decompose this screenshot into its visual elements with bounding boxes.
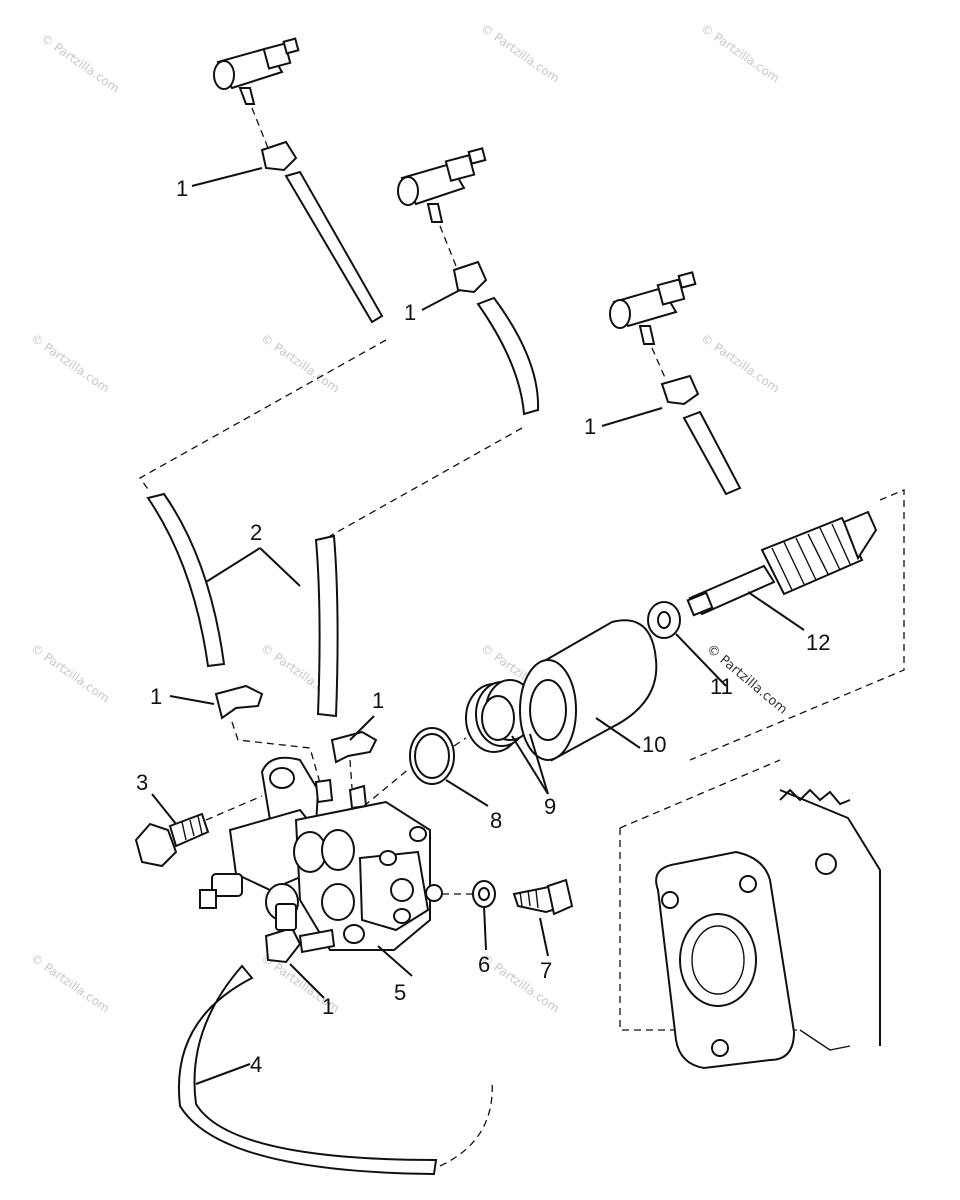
bolt-3 bbox=[134, 812, 210, 868]
routing-line bbox=[363, 767, 411, 807]
callout-5: 5 bbox=[394, 980, 406, 1005]
callout-1: 1 bbox=[322, 994, 334, 1019]
oil-pump-5 bbox=[199, 756, 443, 954]
callout-1: 1 bbox=[404, 300, 416, 325]
washer-6 bbox=[472, 880, 496, 908]
watermark: © Partzilla.com bbox=[258, 331, 342, 396]
callouts: 1 1 1 1 1 1 2 3 4 5 6 7 8 9 10 11 12 bbox=[136, 176, 830, 1077]
callout-12: 12 bbox=[806, 630, 830, 655]
watermark: © Partzilla.com bbox=[28, 331, 112, 396]
fitting-top-right bbox=[609, 271, 742, 496]
watermark: © Partzilla.com bbox=[38, 31, 122, 96]
fitting-top-left bbox=[213, 37, 384, 324]
callout-10: 10 bbox=[642, 732, 666, 757]
callout-11: 11 bbox=[710, 674, 733, 699]
callout-7: 7 bbox=[540, 958, 552, 983]
hose-4 bbox=[178, 964, 493, 1176]
o-ring-8 bbox=[409, 727, 455, 785]
callout-9: 9 bbox=[544, 794, 556, 819]
callout-4: 4 bbox=[250, 1052, 262, 1077]
drive-gear-12 bbox=[686, 510, 878, 617]
clamps-lower bbox=[214, 684, 378, 964]
routing-line bbox=[139, 339, 387, 493]
washer-11 bbox=[647, 601, 681, 639]
routing-line bbox=[231, 721, 323, 791]
routing-line bbox=[349, 759, 353, 789]
hose-2 bbox=[146, 492, 339, 718]
watermark: © Partzilla.com bbox=[28, 641, 112, 706]
engine-case bbox=[619, 788, 881, 1070]
fitting-top-middle bbox=[397, 147, 540, 416]
watermark: © Partzilla.com bbox=[698, 331, 782, 396]
callout-1: 1 bbox=[176, 176, 188, 201]
watermark: © Partzilla.com bbox=[698, 21, 782, 86]
watermark: © Partzilla.com bbox=[28, 951, 112, 1016]
routing-line bbox=[619, 759, 781, 829]
watermark: © Partzilla.com bbox=[478, 21, 562, 86]
callout-3: 3 bbox=[136, 770, 148, 795]
callout-1: 1 bbox=[150, 684, 162, 709]
routing-line bbox=[205, 795, 263, 821]
routing-line bbox=[453, 737, 467, 747]
screw-7 bbox=[512, 878, 574, 916]
routing-line bbox=[329, 427, 523, 537]
routing-line bbox=[689, 489, 905, 761]
callout-8: 8 bbox=[490, 808, 502, 833]
callout-6: 6 bbox=[478, 952, 490, 977]
collar-10 bbox=[519, 619, 658, 762]
leader-lines bbox=[151, 167, 805, 1085]
callout-1: 1 bbox=[372, 688, 384, 713]
callout-2: 2 bbox=[250, 520, 262, 545]
callout-1: 1 bbox=[584, 414, 596, 439]
